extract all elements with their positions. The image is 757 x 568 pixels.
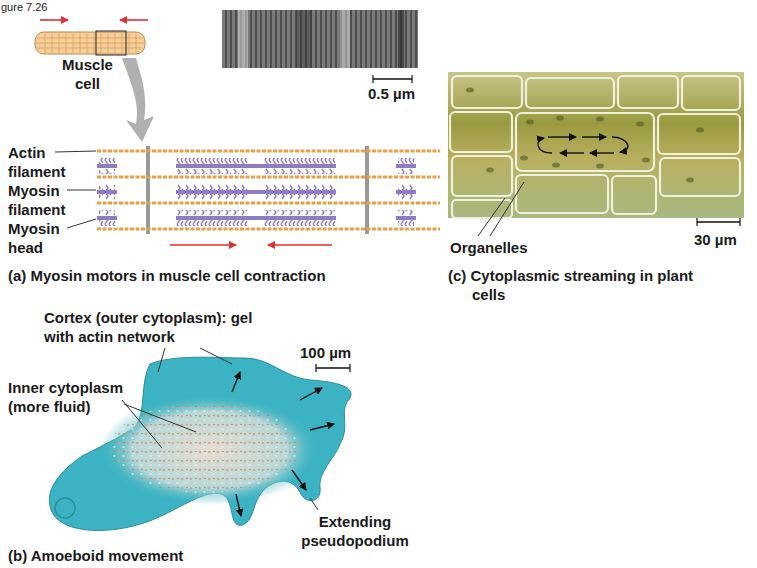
panel-caption: (a) Myosin motors in muscle cell contrac… [8, 266, 408, 285]
part-label: Inner cytoplasm (more fluid) [8, 378, 133, 416]
scale-label: 30 µm [694, 230, 754, 249]
panel-caption: (c) Cytoplasmic streaming in plant cells [448, 266, 718, 304]
part-label: Cortex (outer cytoplasm): gel with actin… [44, 308, 259, 346]
part-label: Actin filament [8, 143, 78, 181]
part-label: Organelles [450, 238, 560, 257]
scale-label: 100 µm [300, 343, 370, 362]
panel-caption: (b) Amoeboid movement [8, 546, 308, 565]
part-label: Muscle cell [50, 55, 125, 93]
figure-number: gure 7.26 [1, 1, 91, 14]
scale-label: 0.5 µm [368, 84, 438, 103]
part-label: Myosin head [8, 219, 78, 257]
part-label: Myosin filament [8, 181, 78, 219]
part-label: Extending pseudopodium [300, 512, 410, 550]
